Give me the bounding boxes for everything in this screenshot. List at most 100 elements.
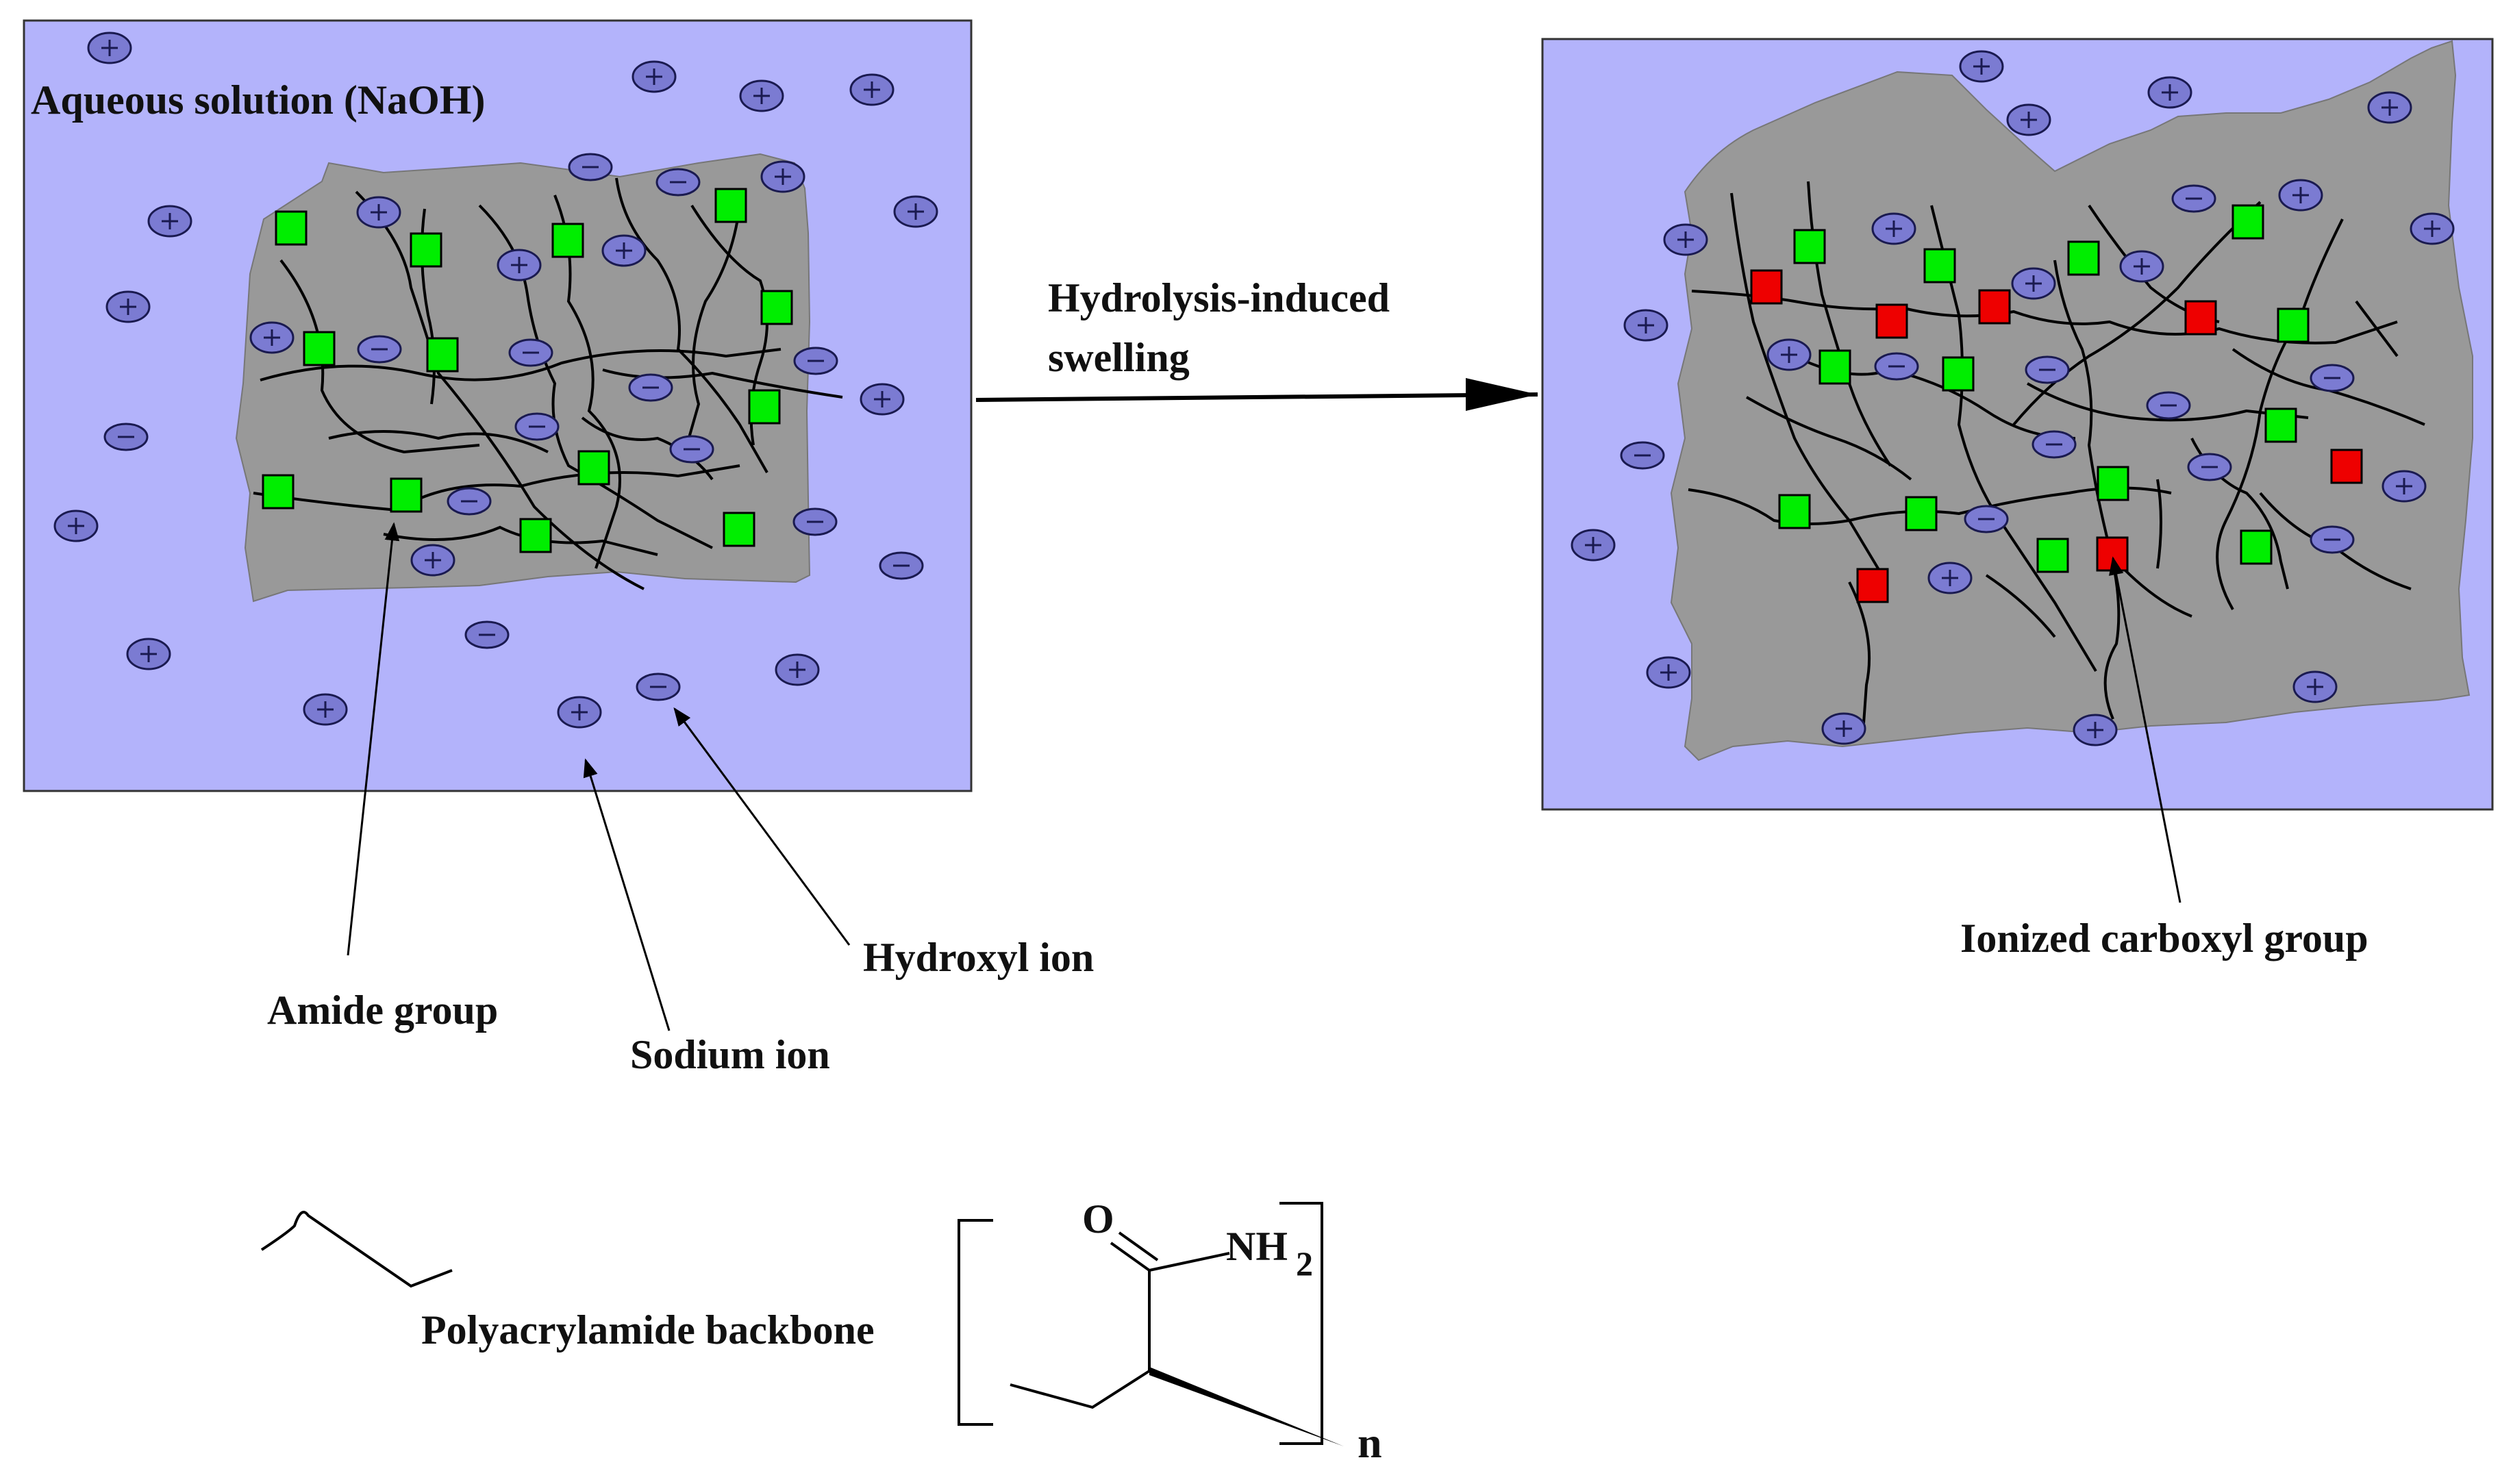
sodium-ion — [1646, 656, 1691, 689]
hydroxyl-ion — [2310, 364, 2355, 392]
sodium-ions-after — [1571, 50, 2455, 746]
wedge-bond — [1149, 1367, 1344, 1446]
carbonyl-double-a — [1110, 1242, 1151, 1272]
sodium-ion — [2367, 91, 2412, 124]
hydroxyl-ion — [655, 168, 701, 197]
sodium-ion — [1959, 50, 2004, 83]
sodium-ion — [1663, 223, 1708, 256]
left-panel: Aqueous solution (NaOH) — [23, 19, 973, 792]
backbone-label: Polyacrylamide backbone — [421, 1307, 875, 1353]
sodium-ion — [775, 653, 820, 686]
solution-title: Aqueous solution (NaOH) — [31, 77, 485, 123]
hydroxyl-ion — [2187, 453, 2232, 481]
sodium-ion — [249, 321, 295, 354]
sodium-pointer — [583, 758, 671, 1031]
sodium-ion — [632, 60, 677, 93]
hydroxyl-ion — [103, 423, 149, 451]
hydroxyl-ion — [669, 435, 714, 464]
sodium-ion — [410, 544, 455, 577]
sodium-ion — [126, 638, 171, 670]
polymer-network-after — [1688, 181, 2425, 733]
left-bracket — [958, 1219, 993, 1426]
hydroxyl-ion — [508, 338, 553, 367]
sodium-ion — [105, 290, 151, 323]
sodium-ion — [893, 195, 938, 228]
sodium-ion — [1766, 338, 1812, 371]
hydroxyl-ion — [447, 487, 492, 516]
sodium-ion — [2381, 470, 2427, 503]
sodium-ion — [53, 510, 99, 542]
sodium-ion — [2073, 714, 2118, 746]
amide-groups-after — [1778, 204, 2310, 573]
sodium-ion — [147, 205, 192, 238]
hydroxyl-ion — [793, 347, 838, 375]
hydroxyl-ion — [2146, 391, 2191, 420]
sodium-ion — [1571, 529, 1616, 562]
hydroxyl-pointer — [673, 707, 851, 946]
sodium-ion — [87, 32, 132, 64]
arrow-head — [1538, 378, 1541, 414]
hydroxyl-ion — [2310, 525, 2355, 554]
repeat-index: n — [1358, 1418, 1382, 1467]
annotations: Amide group Sodium ion Hydroxyl ion Ioni… — [267, 522, 2368, 1077]
right-panel — [1541, 38, 2494, 811]
sodium-ion — [2410, 212, 2455, 245]
process-arrow: Hydrolysis-induced swelling — [975, 275, 1541, 414]
sodium-ion — [1927, 562, 1973, 594]
oxygen-atom: O — [1082, 1196, 1114, 1242]
sodium-ion — [1623, 309, 1668, 342]
amide-bond — [1149, 1252, 1230, 1272]
hydroxyl-ion — [636, 672, 681, 701]
sodium-ion — [2278, 179, 2323, 212]
hydroxyl-ion — [792, 507, 838, 536]
hydroxyl-ion — [464, 620, 510, 649]
carboxyl-pointer — [2109, 556, 2181, 903]
hydroxyl-ions-after — [1620, 184, 2355, 554]
sodium-ions-before — [53, 32, 938, 729]
hydrogel-before — [235, 153, 811, 603]
process-label-line1: Hydrolysis-induced — [1048, 275, 1390, 320]
backbone-legend: Polyacrylamide backbone — [260, 1211, 875, 1353]
sodium-ion — [2119, 250, 2164, 283]
amide-pointer — [347, 522, 400, 956]
ionized-carboxyl-label: Ionized carboxyl group — [1960, 916, 2368, 961]
sodium-ion — [1871, 212, 1916, 245]
sodium-ion — [601, 234, 647, 267]
sodium-ion — [860, 383, 905, 416]
sodium-ion — [356, 196, 401, 229]
hydroxyl-ion — [2031, 430, 2077, 459]
hydroxyl-ion — [2171, 184, 2216, 213]
amide-group-label: Amide group — [267, 988, 498, 1033]
sodium-ion — [557, 696, 602, 729]
hydroxyl-ion — [628, 373, 673, 402]
hydroxyl-ion-label: Hydroxyl ion — [863, 935, 1094, 980]
hydroxyl-ion — [357, 335, 402, 364]
sodium-ion — [2292, 670, 2338, 703]
hydroxyl-ion — [1620, 441, 1665, 470]
carboxylate-groups-after — [1750, 269, 2363, 603]
hydroxyl-ion — [568, 153, 613, 181]
backbone-bonds — [1010, 1370, 1151, 1409]
sodium-ion-label: Sodium ion — [630, 1032, 830, 1077]
hydroxyl-ion — [879, 551, 924, 580]
hydroxyl-ion — [514, 412, 560, 441]
acrylamide-structure: O NH 2 n — [958, 1196, 1382, 1467]
sodium-ion — [849, 73, 895, 106]
amine-subscript: 2 — [1296, 1244, 1313, 1283]
amine-group: NH — [1226, 1224, 1288, 1269]
hydroxyl-ions-before — [103, 153, 924, 701]
backbone-sample-curve — [260, 1211, 453, 1288]
sodium-ion — [497, 249, 542, 281]
hydroxyl-ion — [1874, 352, 1919, 381]
process-label-line2: swelling — [1048, 335, 1190, 380]
sodium-ion — [303, 693, 348, 726]
sodium-ion — [739, 79, 784, 112]
sodium-ion — [1821, 712, 1866, 745]
sodium-ion — [2147, 76, 2192, 109]
amide-groups-before — [262, 188, 793, 553]
right-bracket — [1279, 1202, 1323, 1445]
sodium-ion — [2011, 267, 2056, 300]
sodium-ion — [760, 160, 805, 193]
hydroxyl-ion — [2025, 355, 2070, 384]
